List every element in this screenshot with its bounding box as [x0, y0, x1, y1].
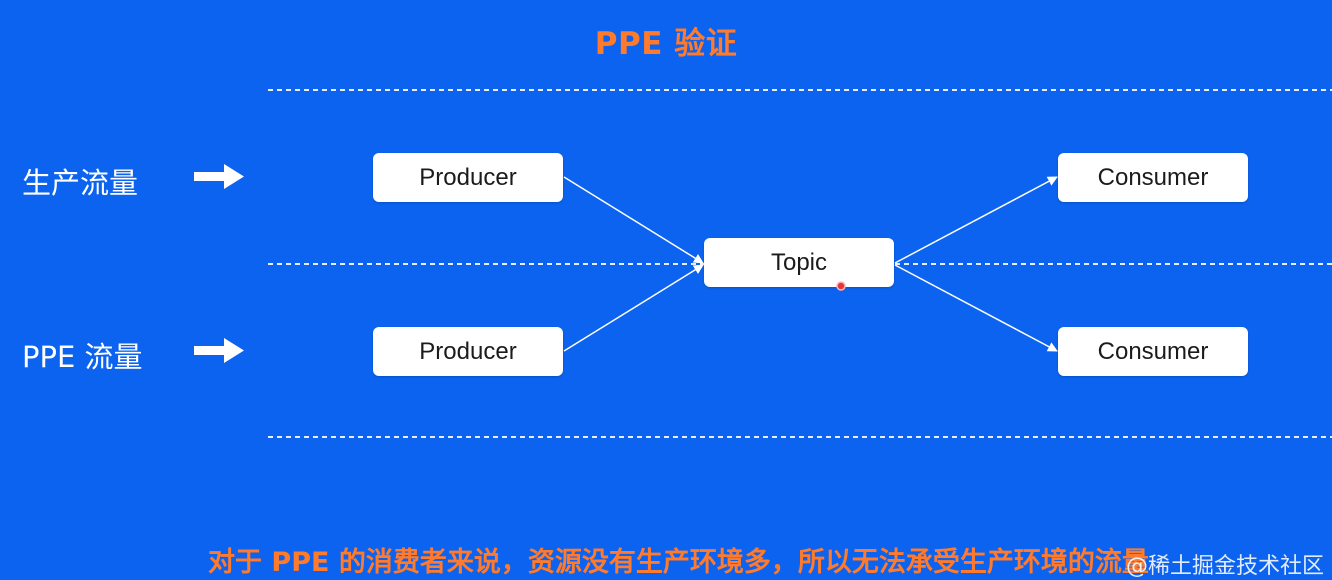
producer-top-node: Producer	[373, 153, 563, 202]
watermark-text: @稀土掘金技术社区	[1125, 554, 1324, 579]
edge-topic-to-consumer-top	[894, 176, 1058, 264]
laser-pointer-icon	[836, 281, 846, 291]
topic-node: Topic	[704, 238, 894, 287]
producer-bottom-node: Producer	[373, 327, 563, 376]
caption-text: 对于 PPE 的消费者来说，资源没有生产环境多，所以无法承受生产环境的流量	[208, 547, 1149, 578]
edge-producer-bottom-to-topic	[563, 264, 704, 352]
edge-topic-to-consumer-bottom	[894, 264, 1058, 352]
production-traffic-label: 生产流量	[22, 166, 139, 200]
ppe-traffic-label: PPE 流量	[22, 340, 143, 374]
diagram-title: PPE 验证	[594, 26, 738, 62]
ppe-flow-arrow-icon	[194, 338, 244, 363]
consumer-bottom-node: Consumer	[1058, 327, 1248, 376]
consumer-top-node: Consumer	[1058, 153, 1248, 202]
edge-producer-top-to-topic	[563, 176, 704, 264]
production-flow-arrow-icon	[194, 164, 244, 189]
